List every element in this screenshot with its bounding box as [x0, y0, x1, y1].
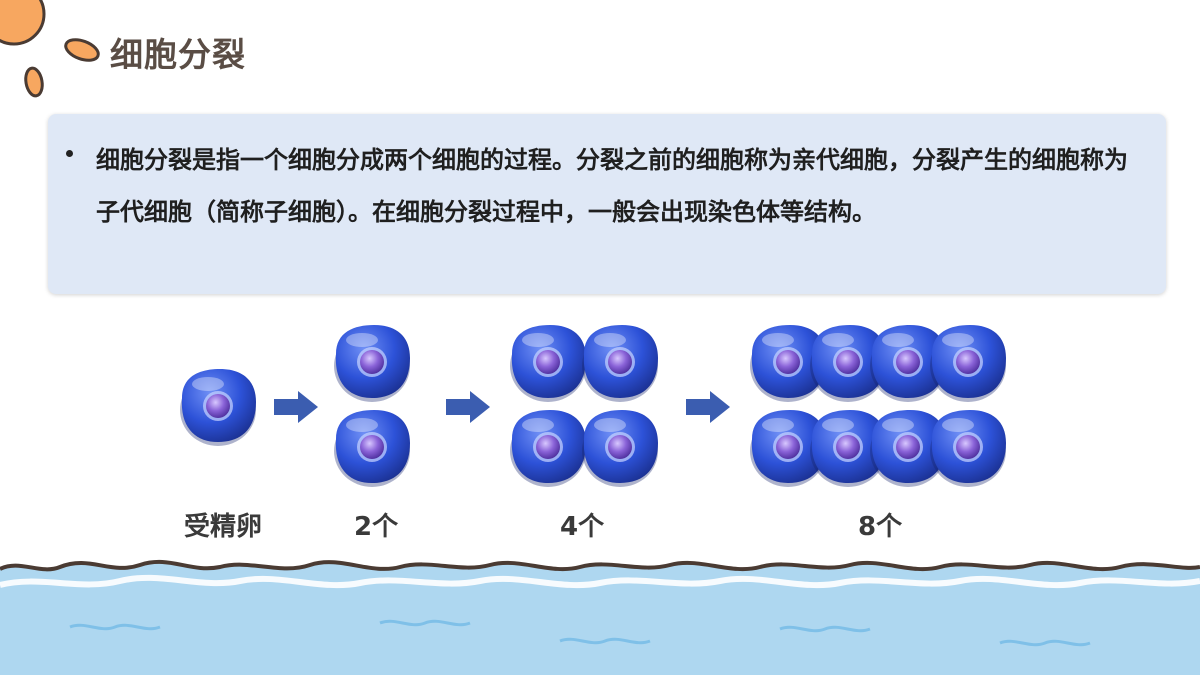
cell: [930, 325, 1006, 402]
orange-circle-decoration: [0, 0, 46, 46]
decorative-shapes: [0, 0, 100, 98]
label-four-cells: 4个: [560, 512, 605, 542]
cell: [334, 325, 410, 402]
description-card: 细胞分裂是指一个细胞分成两个细胞的过程。分裂之前的细胞称为亲代细胞，分裂产生的细…: [48, 114, 1166, 294]
stage-zygote: [180, 369, 256, 446]
cell: [930, 410, 1006, 487]
stage-four-cells: [510, 325, 658, 487]
stage-eight-cells: [750, 325, 1006, 487]
description-text: 细胞分裂是指一个细胞分成两个细胞的过程。分裂之前的细胞称为亲代细胞，分裂产生的细…: [96, 146, 1128, 226]
label-eight-cells: 8个: [858, 512, 903, 542]
stage-two-cells: [334, 325, 410, 487]
cell: [334, 410, 410, 487]
bullet-point: [66, 150, 73, 157]
cell: [582, 410, 658, 487]
cell: [180, 369, 256, 446]
arrow-right-icon: [686, 391, 730, 423]
arrow-right-icon: [446, 391, 490, 423]
orange-seed-decoration: [24, 66, 44, 98]
cell: [510, 325, 586, 402]
water-waves-decoration: [0, 559, 1200, 675]
label-two-cells: 2个: [354, 512, 399, 542]
label-zygote: 受精卵: [184, 512, 263, 542]
page-title: 细胞分裂: [110, 35, 246, 74]
cell: [510, 410, 586, 487]
orange-drop-decoration: [64, 38, 100, 62]
arrow-right-icon: [274, 391, 318, 423]
cell: [582, 325, 658, 402]
